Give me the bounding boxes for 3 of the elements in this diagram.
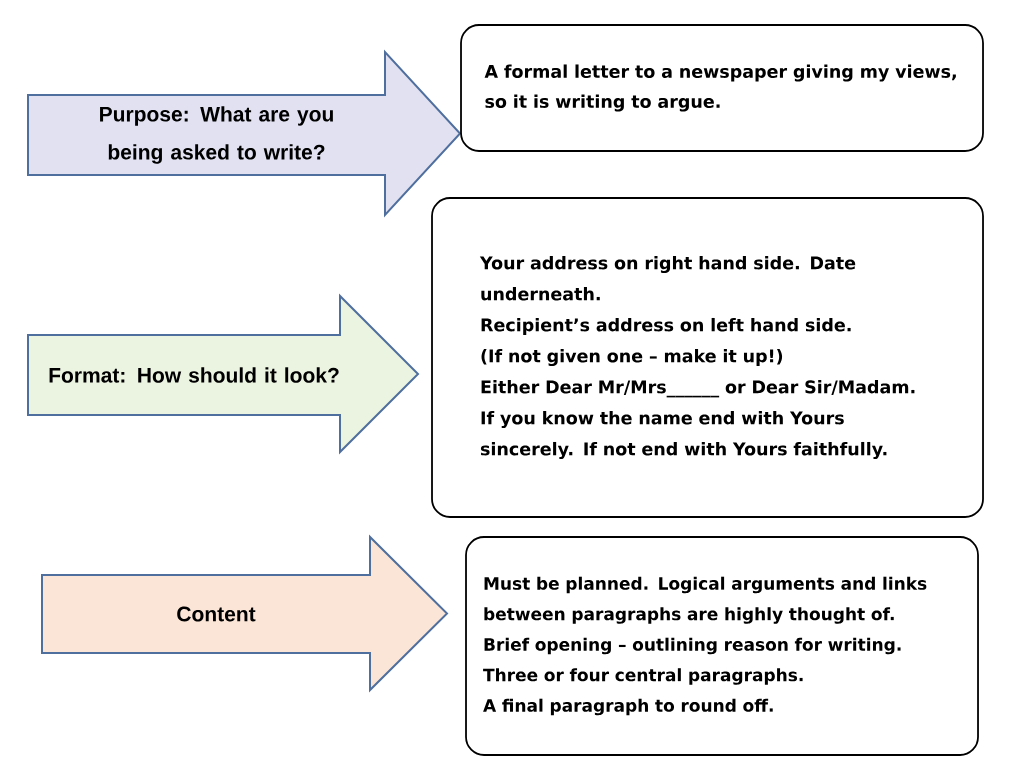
text-box: A formal letter to a newspaper giving my views, so it is writing to argue. <box>460 24 984 152</box>
text-box: Your address on right hand side. Date underneath. Recipient’s address on left hand side. (If not given one – make it up!) Either Dear Mr/Mrs______ or Dear Sir/Madam. If you know the name end with Yours sincerely. If not end with Yours faithfully. <box>431 197 984 518</box>
text-box: Must be planned. Logical arguments and links between paragraphs are highly thought of. Brief opening – outlining reason for writing. Three or four central paragraphs. A final paragraph to round off. <box>465 536 979 756</box>
